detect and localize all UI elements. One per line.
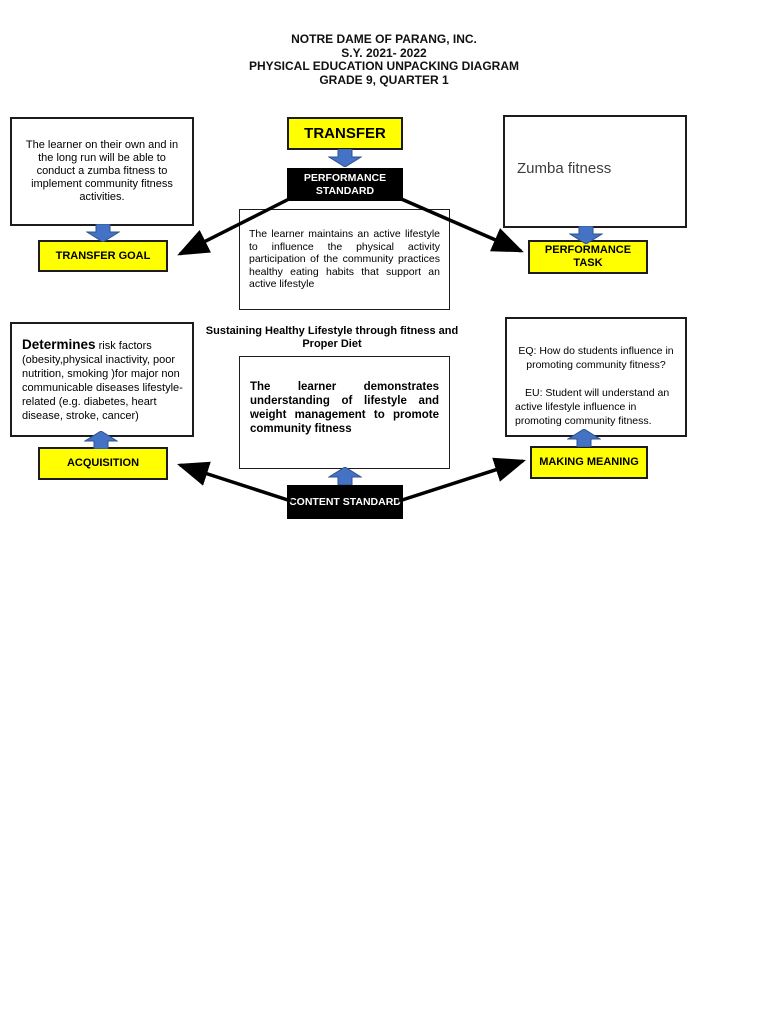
performance-standard-label: PERFORMANCE STANDARD	[303, 171, 387, 197]
acquisition-description: risk factors (obesity,physical inactivit…	[22, 340, 183, 422]
transfer-goal-label: TRANSFER GOAL	[55, 249, 151, 262]
making-meaning-node: MAKING MEANING	[530, 446, 648, 479]
transfer-goal-description-box: The learner on their own and in the long…	[10, 117, 194, 226]
performance-task-node: PERFORMANCE TASK	[528, 240, 648, 274]
acquisition-node: ACQUISITION	[38, 447, 168, 480]
down-arrow-icon-description-to-transfer-goal	[86, 224, 120, 242]
transfer-goal-node: TRANSFER GOAL	[38, 240, 168, 272]
performance-standard-node: PERFORMANCE STANDARD	[287, 168, 403, 201]
up-arrow-icon-acquisition-to-description	[84, 431, 118, 449]
performance-standard-description: The learner maintains an active lifestyl…	[249, 228, 440, 291]
down-arrow-icon-transfer-to-performance-standard	[328, 149, 362, 167]
up-arrow-icon-making-meaning-to-description	[567, 429, 601, 447]
transfer-goal-description: The learner on their own and in the long…	[25, 139, 179, 203]
grade-quarter: GRADE 9, QUARTER 1	[319, 72, 449, 87]
transfer-node: TRANSFER	[287, 117, 403, 150]
performance-standard-description-box: The learner maintains an active lifestyl…	[239, 209, 450, 310]
content-standard-description: The learner demonstrates understanding o…	[250, 380, 439, 435]
enduring-understanding: EU: Student will understand an active li…	[515, 387, 670, 427]
school-name: NOTRE DAME OF PARANG, INC.	[291, 32, 477, 46]
performance-task-description-box: Zumba fitness	[503, 115, 687, 228]
making-meaning-label: MAKING MEANING	[539, 456, 639, 468]
school-year: S.Y. 2021- 2022	[341, 45, 427, 60]
transfer-label: TRANSFER	[304, 125, 386, 142]
acquisition-description-lead: Determines	[22, 337, 96, 352]
performance-task-description: Zumba fitness	[517, 160, 612, 177]
acquisition-description-box: Determines risk factors (obesity,physica…	[10, 322, 194, 437]
essential-question: EQ: How do students influence in promoti…	[518, 345, 674, 371]
content-standard-description-box: The learner demonstrates understanding o…	[239, 356, 450, 469]
up-arrow-icon-content-standard-to-description	[328, 467, 362, 485]
content-standard-node: CONTENT STANDARD	[287, 485, 403, 519]
acquisition-label: ACQUISITION	[66, 457, 140, 469]
document-title: PHYSICAL EDUCATION UNPACKING DIAGRAM	[248, 59, 519, 73]
arrow-content-standard-to-acquisition	[177, 461, 292, 503]
making-meaning-description-box: EQ: How do students influence in promoti…	[505, 317, 687, 437]
performance-task-label: PERFORMANCE TASK	[544, 244, 632, 269]
topic-title: Sustaining Healthy Lifestyle through fit…	[205, 325, 459, 350]
content-standard-label: CONTENT STANDARD	[289, 495, 401, 508]
down-arrow-icon-description-to-performance-task	[569, 226, 603, 244]
document-header: NOTRE DAME OF PARANG, INC. S.Y. 2021- 20…	[0, 32, 768, 87]
